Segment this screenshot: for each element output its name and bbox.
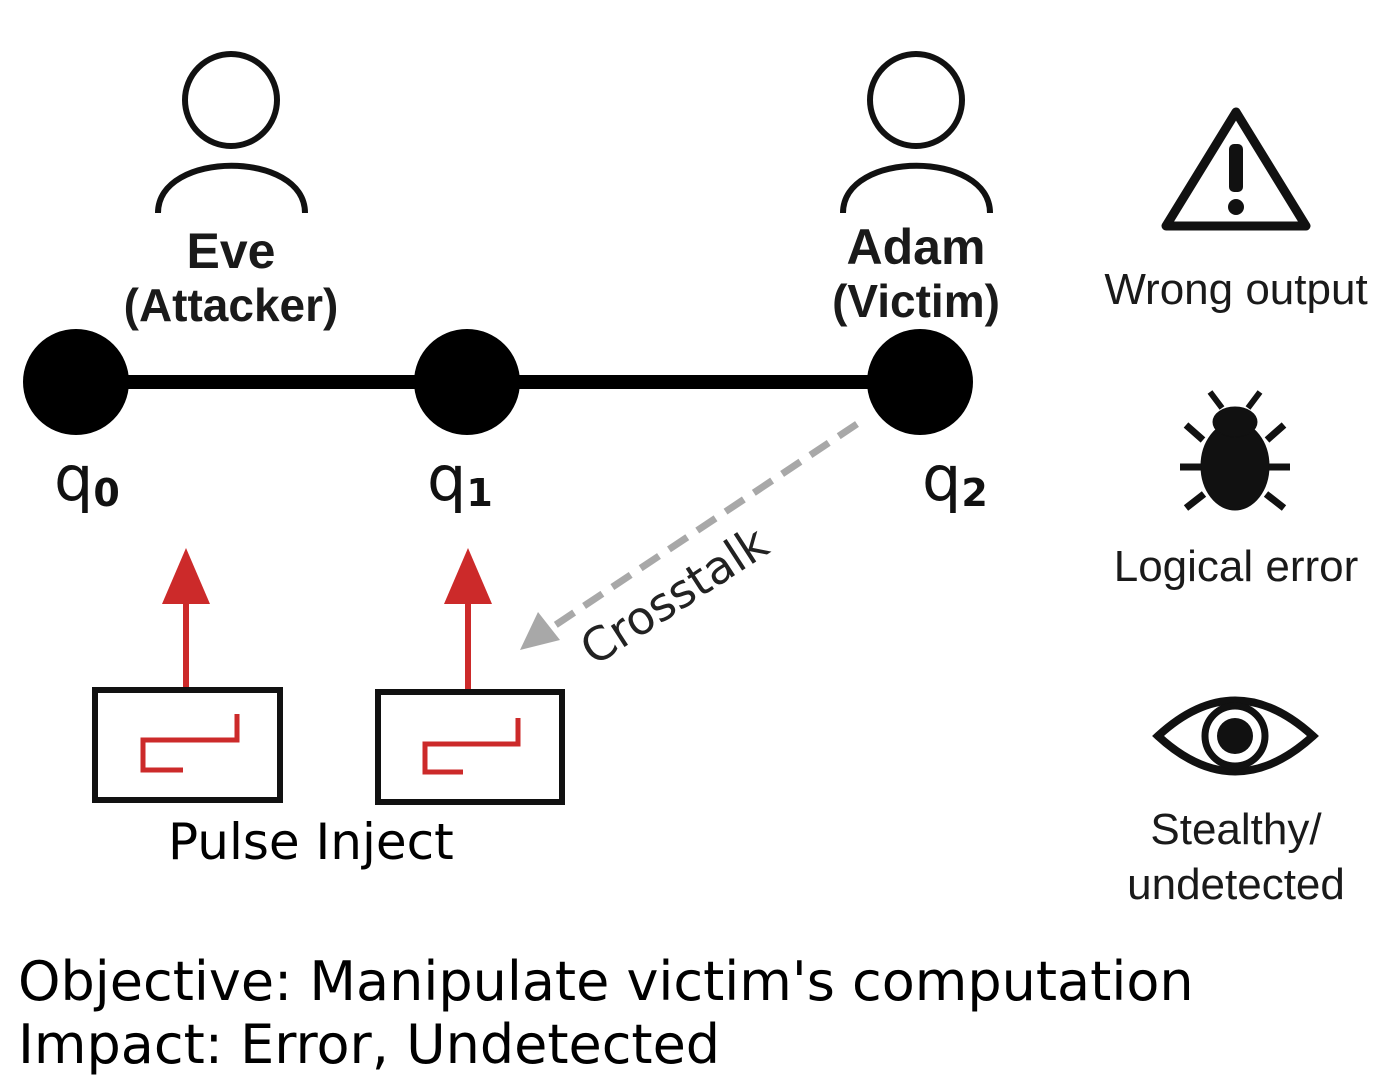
qubit-node-q1	[414, 329, 520, 435]
attacker-role: (Attacker)	[123, 279, 339, 331]
pulse-arrowhead-q1	[444, 548, 492, 604]
victim-role: (Victim)	[832, 275, 1000, 327]
impact-stealthy-line2: undetected	[1127, 860, 1345, 909]
impact-stealthy-line1: Stealthy/	[1150, 805, 1322, 854]
pulse-inject-label: Pulse Inject	[168, 813, 454, 871]
impact-wrong-output-label: Wrong output	[1104, 265, 1368, 314]
qubit-node-q0	[23, 329, 129, 435]
impact-stealthy-label: Stealthy/ undetected	[1078, 802, 1394, 912]
crosstalk-arrow	[546, 421, 859, 633]
impact-text: Impact: Error, Undetected	[18, 1013, 721, 1076]
eye-icon	[1152, 696, 1319, 776]
qubit-label-q2: q2	[922, 442, 988, 515]
qubit-node-q2	[867, 329, 973, 435]
impact-logical-error-label: Logical error	[1113, 542, 1359, 591]
victim-name: Adam	[846, 219, 986, 275]
pulse-box-q0	[92, 687, 283, 803]
victim-person-icon	[840, 51, 993, 214]
bug-icon	[1180, 390, 1290, 511]
attacker-person-icon	[155, 51, 308, 214]
qubit-label-q1: q1	[427, 442, 493, 515]
crosstalk-arrowhead	[520, 612, 560, 650]
objective-text: Objective: Manipulate victim's computati…	[18, 950, 1194, 1013]
pulse-arrowhead-q0	[162, 548, 210, 604]
attacker-name: Eve	[186, 223, 276, 279]
pulse-box-q1	[375, 689, 565, 805]
qubit-label-q0: q0	[54, 442, 120, 515]
warning-icon	[1161, 107, 1311, 231]
